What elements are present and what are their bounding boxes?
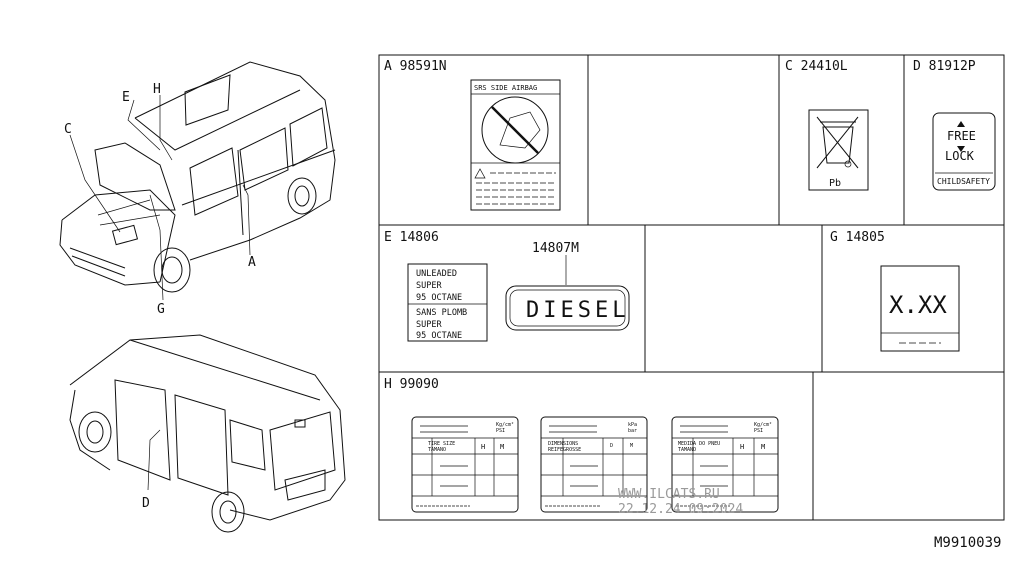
callout-h: H <box>153 82 161 97</box>
callout-d: D <box>142 496 150 511</box>
panel-h-title: H 99090 <box>384 377 439 392</box>
fuel-label-line-5: SUPER <box>416 320 442 330</box>
panel-g-title: G 14805 <box>830 230 885 245</box>
arrow-up-icon <box>957 121 965 127</box>
fuel-label-line-3: 95 OCTANE <box>416 293 462 303</box>
tire-table-3-col-2: M <box>761 443 765 451</box>
tire-table-1-col-1: H <box>481 443 485 451</box>
wheelie-bin-icon <box>822 126 854 164</box>
panel-d-title: D 81912P <box>913 59 976 74</box>
panel-a-title: A 98591N <box>384 59 447 74</box>
panel-c-title: C 24410L <box>785 59 848 74</box>
tire-table-3-col-1: H <box>740 443 744 451</box>
pressure-value: X.XX <box>889 291 947 319</box>
drawing-code: M9910039 <box>934 535 1001 551</box>
warning-icon <box>474 168 486 179</box>
callout-c: C <box>64 122 72 137</box>
tire-table-2-col-2: M <box>630 443 633 449</box>
panel-e2-title: 14807M <box>532 241 579 256</box>
child-lock-line-1: FREE <box>947 129 976 143</box>
child-lock-line-3: CHILDSAFETY <box>937 177 990 186</box>
tire-table-1-col-2: M <box>500 443 504 451</box>
callout-e: E <box>122 90 130 105</box>
van-rear-view <box>69 334 346 533</box>
panel-e-title: E 14806 <box>384 230 439 245</box>
callout-g: G <box>157 302 165 317</box>
label-grid <box>378 54 1005 521</box>
fuel-label-line-1: UNLEADED <box>416 269 457 279</box>
callout-a: A <box>248 255 256 270</box>
panel-e2: 14807M DIESEL <box>505 241 630 331</box>
tire-table-2-col-1: D <box>610 443 613 449</box>
fuel-label-line-6: 95 OCTANE <box>416 331 462 341</box>
diesel-badge: DIESEL <box>526 298 629 323</box>
panel-e: E 14806 UNLEADED SUPER 95 OCTANE SANS PL… <box>384 230 488 342</box>
panel-c: C 24410L Pb <box>785 59 869 191</box>
van-front-view <box>59 61 336 301</box>
child-lock-line-2: LOCK <box>945 149 975 163</box>
panel-g: G 14805 X.XX <box>830 230 960 352</box>
panel-d: D 81912P FREE LOCK CHILDSAFETY <box>913 59 996 191</box>
fuel-label-line-4: SANS PLOMB <box>416 308 467 318</box>
arrow-down-icon <box>957 146 965 152</box>
panel-a: A 98591N SRS SIDE AIRBAG <box>384 59 561 211</box>
lead-symbol-text: Pb <box>829 178 841 189</box>
airbag-label-header: SRS SIDE AIRBAG <box>474 84 537 92</box>
fuel-label-line-2: SUPER <box>416 281 442 291</box>
